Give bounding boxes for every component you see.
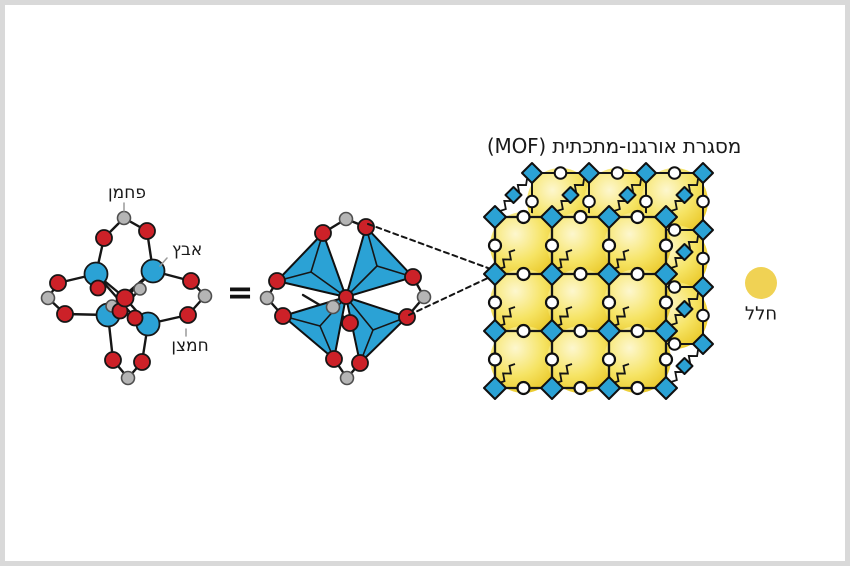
front-pore-spheres xyxy=(490,212,671,393)
legend-void-circle xyxy=(745,267,777,299)
zinc-label: אבץ xyxy=(171,240,203,260)
label-pointer-ticks xyxy=(123,202,187,337)
carbon-label: פחמן xyxy=(108,183,146,203)
front-grid xyxy=(483,205,678,400)
void-label: חלל xyxy=(744,303,778,325)
mof-title: מסגרת אורגנו-מתכתית (MOF) xyxy=(486,134,742,158)
equals-sign: = xyxy=(226,273,254,311)
zn4o-cluster-polyhedra xyxy=(259,211,432,386)
oxygen-label: חמצן xyxy=(171,336,209,356)
zn4o-cluster-ball-stick xyxy=(40,210,213,386)
zoom-dashed-lines xyxy=(367,223,489,316)
depth-linkers xyxy=(499,178,699,383)
mof-lattice xyxy=(483,162,714,400)
depth-linker-stubs xyxy=(498,249,630,384)
